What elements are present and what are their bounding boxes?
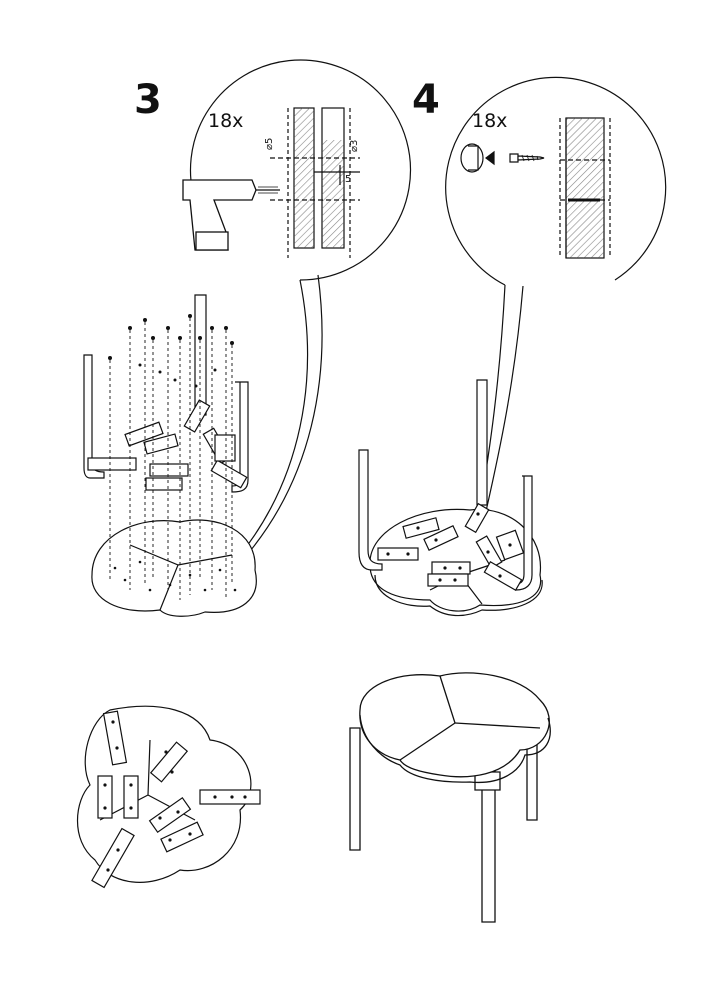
step-4-detail-callout [445,76,667,521]
screwdriver-icon [460,143,495,173]
step-4-number: 4 [412,77,440,123]
step-4-quantity: 18x [472,110,508,132]
step-4-inverted-stool [358,379,543,617]
step-3-number: 3 [134,77,162,123]
step-3-exploded-stool [83,294,257,617]
step-3-detail-callout [189,59,412,557]
screw-icon [509,153,545,163]
pilot-diameter-label: ⌀3 [349,140,360,152]
finished-stool [349,672,551,923]
drill-diameter-label: ⌀5 [264,138,275,150]
drill-icon [182,179,280,251]
underside-top-view [76,705,261,889]
drill-depth-label: 5 [345,174,351,185]
step-3-quantity: 18x [208,110,244,132]
